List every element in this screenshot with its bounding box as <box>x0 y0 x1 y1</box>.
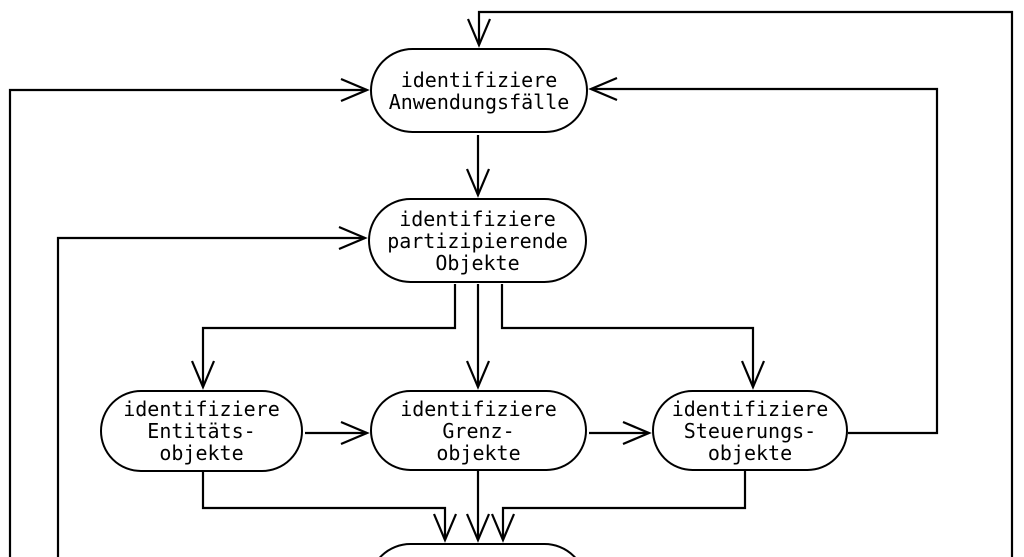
node-identify-entity-objects: identifiziere Entitäts- objekte <box>100 390 303 472</box>
edge-participating-entity <box>190 284 457 390</box>
edge-control-usecases <box>588 76 939 435</box>
node-identify-participating-objects: identifiziere partizipierende Objekte <box>368 198 587 283</box>
edge-entity-merged <box>201 470 458 543</box>
node-identify-boundary-objects: identifiziere Grenz- objekte <box>370 390 587 471</box>
node-identify-use-cases: identifiziere Anwendungsfälle <box>370 48 588 133</box>
edge-participating-control <box>500 284 766 390</box>
node-bottom-partial <box>368 543 587 557</box>
edge-offscreen-usecases-top <box>466 10 1014 557</box>
node-identify-control-objects: identifiziere Steuerungs- objekte <box>652 390 848 471</box>
edge-offscreen-usecases-left <box>8 77 370 557</box>
edge-control-merged <box>490 469 747 543</box>
edge-offscreen-participating-left <box>56 225 368 557</box>
